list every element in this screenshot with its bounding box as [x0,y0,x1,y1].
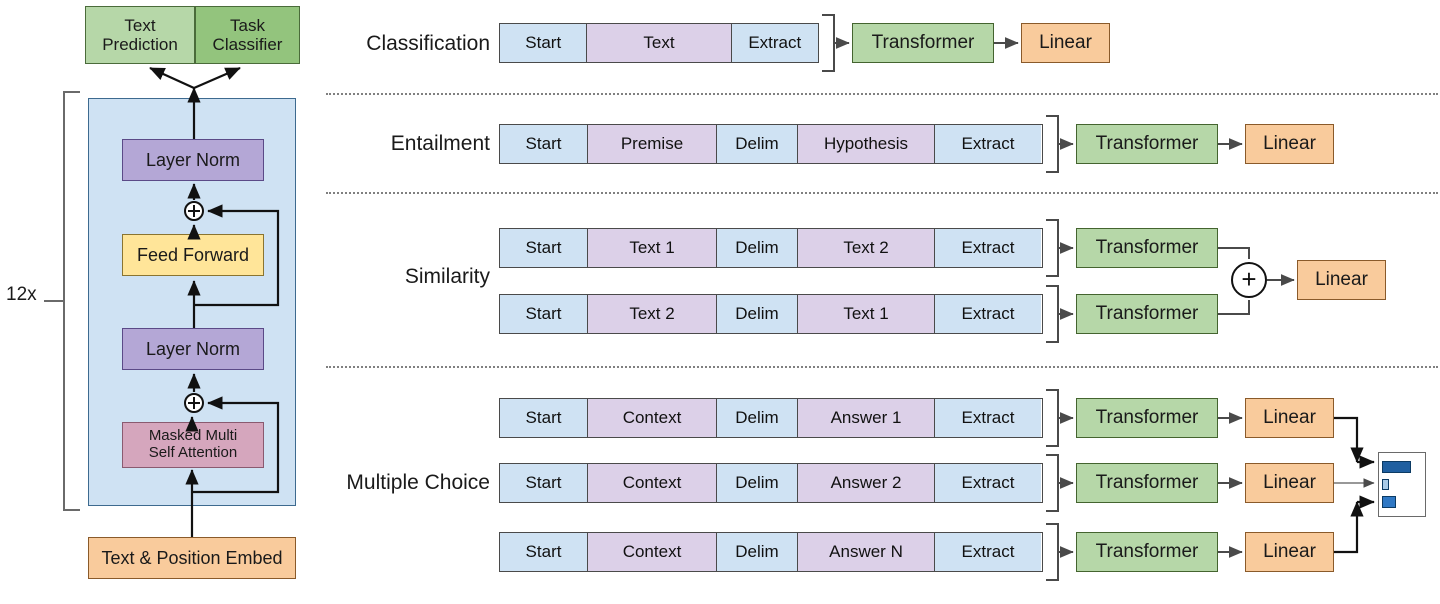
token-extract: Extract [935,464,1041,502]
token-start: Start [500,399,588,437]
text-and-position-embed: Text & Position Embed [88,537,296,579]
token-premise: Premise [588,125,717,163]
token-text-2: Text 2 [588,295,717,333]
head-text-prediction-line2: Prediction [102,35,178,54]
token-context: Context [588,533,717,571]
head-text-prediction-line1: Text [124,15,156,35]
token-start: Start [500,24,588,62]
sequence-classification: Start Text Extract [499,23,819,63]
softmax-bar-3 [1382,496,1396,508]
token-start: Start [500,295,588,333]
block-layer-norm-top: Layer Norm [122,139,264,181]
token-text-2: Text 2 [798,229,935,267]
softmax-bar-1 [1382,461,1411,473]
transformer-classification: Transformer [852,23,994,63]
linear-multiple-choice-n: Linear [1245,532,1334,572]
token-context: Context [588,399,717,437]
divider-classification-entailment [326,93,1438,95]
transformer-similarity-a: Transformer [1076,228,1218,268]
token-text-1: Text 1 [588,229,717,267]
token-start: Start [500,125,588,163]
head-task-classifier-line1: Task [230,15,265,35]
token-answer-n: Answer N [798,533,935,571]
sequence-multiple-choice-2: Start Context Delim Answer 2 Extract [499,463,1043,503]
linear-classification: Linear [1021,23,1110,63]
linear-multiple-choice-2: Linear [1245,463,1334,503]
linear-entailment: Linear [1245,124,1334,164]
token-extract: Extract [935,533,1041,571]
token-delim: Delim [717,464,798,502]
token-extract: Extract [935,125,1041,163]
block-layer-norm-bottom: Layer Norm [122,328,264,370]
block-masked-self-attention-line1: Masked Multi [148,427,238,445]
divider-similarity-multiplechoice [326,366,1438,368]
linear-multiple-choice-1: Linear [1245,398,1334,438]
token-answer-2: Answer 2 [798,464,935,502]
token-extract: Extract [935,229,1041,267]
residual-add-icon-upper [184,201,204,221]
token-start: Start [500,464,588,502]
sequence-similarity-a: Start Text 1 Delim Text 2 Extract [499,228,1043,268]
token-hypothesis: Hypothesis [798,125,935,163]
transformer-multiple-choice-2: Transformer [1076,463,1218,503]
block-masked-self-attention: Masked Multi Self Attention [122,422,264,468]
block-masked-self-attention-line2: Self Attention [148,444,238,461]
softmax-bar-chart [1378,452,1426,517]
sequence-entailment: Start Premise Delim Hypothesis Extract [499,124,1043,164]
similarity-add-icon: + [1231,262,1267,298]
token-delim: Delim [717,399,798,437]
token-delim: Delim [717,125,798,163]
token-delim: Delim [717,229,798,267]
repeat-count-label: 12x [6,284,37,305]
residual-add-icon-lower [184,393,204,413]
similarity-add-symbol: + [1241,263,1257,294]
token-context: Context [588,464,717,502]
token-text: Text [587,24,732,62]
token-extract: Extract [935,399,1041,437]
head-task-classifier: Task Classifier [195,6,300,64]
task-label-classification: Classification [366,32,490,55]
task-label-multiple-choice: Multiple Choice [346,471,490,494]
head-text-prediction: Text Prediction [85,6,195,64]
token-extract: Extract [935,295,1041,333]
token-delim: Delim [717,533,798,571]
sequence-multiple-choice-1: Start Context Delim Answer 1 Extract [499,398,1043,438]
token-start: Start [500,229,588,267]
linear-similarity: Linear [1297,260,1386,300]
transformer-multiple-choice-n: Transformer [1076,532,1218,572]
block-feed-forward: Feed Forward [122,234,264,276]
transformer-similarity-b: Transformer [1076,294,1218,334]
token-extract: Extract [731,24,818,62]
token-start: Start [500,533,588,571]
softmax-routing [1334,416,1375,554]
token-text-1: Text 1 [798,295,935,333]
divider-entailment-similarity [326,192,1438,194]
task-label-entailment: Entailment [390,132,490,155]
softmax-bar-2 [1382,479,1389,490]
token-delim: Delim [717,295,798,333]
sequence-multiple-choice-n: Start Context Delim Answer N Extract [499,532,1043,572]
head-task-classifier-line2: Classifier [212,35,283,54]
task-label-similarity: Similarity [404,265,490,288]
token-answer-1: Answer 1 [798,399,935,437]
sequence-similarity-b: Start Text 2 Delim Text 1 Extract [499,294,1043,334]
transformer-multiple-choice-1: Transformer [1076,398,1218,438]
transformer-entailment: Transformer [1076,124,1218,164]
